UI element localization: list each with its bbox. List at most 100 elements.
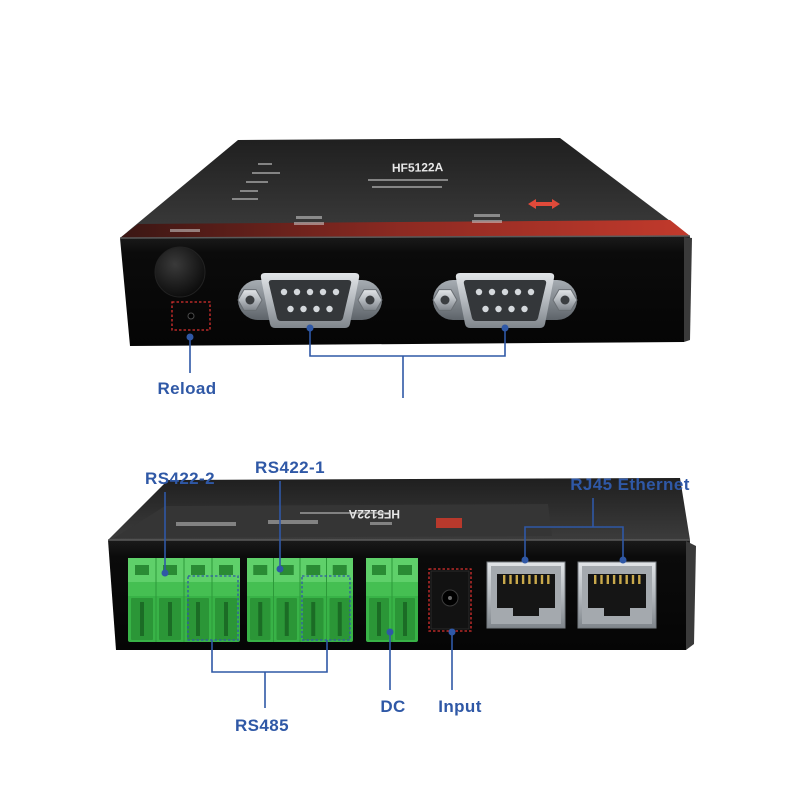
db9-pin xyxy=(326,305,333,313)
input-label: Input xyxy=(438,697,482,716)
terminal-divider xyxy=(211,558,213,642)
print-mark xyxy=(258,163,272,165)
print-mark xyxy=(294,222,324,225)
wire-entry-hole xyxy=(372,565,386,575)
rj45-contact xyxy=(509,575,512,584)
rj45-contact xyxy=(606,575,609,584)
rj45-contact xyxy=(521,575,525,584)
print-mark xyxy=(472,220,502,223)
hex-nut-icon xyxy=(237,289,263,311)
rj45-contact xyxy=(503,575,506,584)
dc-input-highlight-box xyxy=(428,568,472,632)
hex-nut-hole xyxy=(560,295,570,305)
terminal-block-dc xyxy=(366,558,418,642)
antenna-knob xyxy=(154,246,206,298)
rj45-contact xyxy=(612,575,616,584)
rj45-contact xyxy=(600,575,603,584)
reload-highlight-box xyxy=(171,301,211,331)
print-mark xyxy=(300,512,390,514)
rs485-label: RS485 xyxy=(235,716,289,735)
terminal-screw-slot xyxy=(258,602,263,636)
callout-dot xyxy=(619,556,627,564)
callout-db9-ports xyxy=(306,324,509,398)
front-face-edge xyxy=(119,235,691,239)
terminal-divider xyxy=(299,558,301,642)
rj45-contact xyxy=(528,575,531,584)
hex-nut-hole xyxy=(365,295,375,305)
db9-pins xyxy=(475,288,535,313)
print-mark xyxy=(240,190,258,192)
terminal-screw-slot xyxy=(196,602,200,636)
brand-logo-icon xyxy=(528,199,560,209)
wire-entry-hole xyxy=(332,565,347,575)
wire-entry-hole xyxy=(279,565,294,575)
terminal-screw-slot xyxy=(403,602,407,636)
terminal-divider xyxy=(273,558,274,642)
print-mark xyxy=(252,172,280,174)
printed-label-marks xyxy=(176,512,392,526)
terminal-divider xyxy=(183,558,185,642)
print-mark xyxy=(474,214,500,217)
db9-connector-left xyxy=(237,273,383,328)
db9-pin xyxy=(332,288,340,296)
callout-rj45-ethernet: RJ45 Ethernet xyxy=(521,475,690,564)
db9-pin xyxy=(475,288,483,296)
rj45-port-1 xyxy=(486,561,566,629)
terminal-screw-slot xyxy=(140,602,144,636)
callout-bracket xyxy=(309,328,506,357)
dc-input-jack xyxy=(428,568,472,632)
db9-pins xyxy=(280,288,340,313)
rj45-contact xyxy=(547,575,550,584)
terminal-screw-slot xyxy=(224,602,228,636)
callout-rs422-1: RS422-1 xyxy=(255,458,325,573)
db9-pin xyxy=(482,305,489,313)
device-label-band xyxy=(114,504,552,538)
rj45-contact xyxy=(625,575,628,584)
device-side-edge xyxy=(684,237,692,342)
rj45-contact xyxy=(534,575,537,584)
print-mark xyxy=(232,198,258,200)
print-mark xyxy=(370,522,392,525)
print-mark xyxy=(268,520,318,524)
device-serial-side-view: HF5122A xyxy=(119,138,692,346)
wire-entry-hole xyxy=(163,565,177,575)
rj45-contact xyxy=(619,575,622,584)
print-mark xyxy=(368,179,448,181)
callout-dot xyxy=(161,569,169,577)
wire-entry-hole xyxy=(191,565,205,575)
print-mark xyxy=(176,522,236,526)
db9-pin xyxy=(293,288,301,296)
rj45-contact xyxy=(594,575,597,584)
wire-entry-hole xyxy=(219,565,233,575)
hex-nut-icon xyxy=(552,289,578,311)
device-front-face xyxy=(120,236,690,346)
rs485-group-box xyxy=(301,575,351,641)
terminal-screw-slot xyxy=(377,602,381,636)
printed-label-marks xyxy=(170,163,502,232)
callout-bracket xyxy=(524,526,624,559)
terminal-screw-slot xyxy=(337,602,342,636)
device-model-print: HF5122A xyxy=(392,160,444,175)
db9-pin xyxy=(514,288,522,296)
hex-nut-icon xyxy=(357,289,383,311)
terminal-block-rs422-1 xyxy=(247,558,353,642)
reload-label: Reload xyxy=(157,379,216,398)
rs485-group-box xyxy=(187,575,239,641)
callout-bracket xyxy=(211,640,328,673)
terminal-divider xyxy=(391,558,393,642)
terminal-screw-slot xyxy=(284,602,289,636)
rj45-opening xyxy=(497,574,555,616)
db9-pin xyxy=(488,288,496,296)
hex-nut-icon xyxy=(432,289,458,311)
callout-dc: DC xyxy=(380,628,405,716)
db9-insert xyxy=(463,280,547,321)
db9-pin xyxy=(313,305,320,313)
rj45-ethernet-label: RJ45 Ethernet xyxy=(570,475,690,494)
terminal-screw-slot xyxy=(311,602,316,636)
db9-pin xyxy=(527,288,535,296)
terminal-divider xyxy=(326,558,327,642)
wire-entry-hole xyxy=(135,565,149,575)
wire-entry-hole xyxy=(306,565,321,575)
rj45-contact xyxy=(540,575,544,584)
